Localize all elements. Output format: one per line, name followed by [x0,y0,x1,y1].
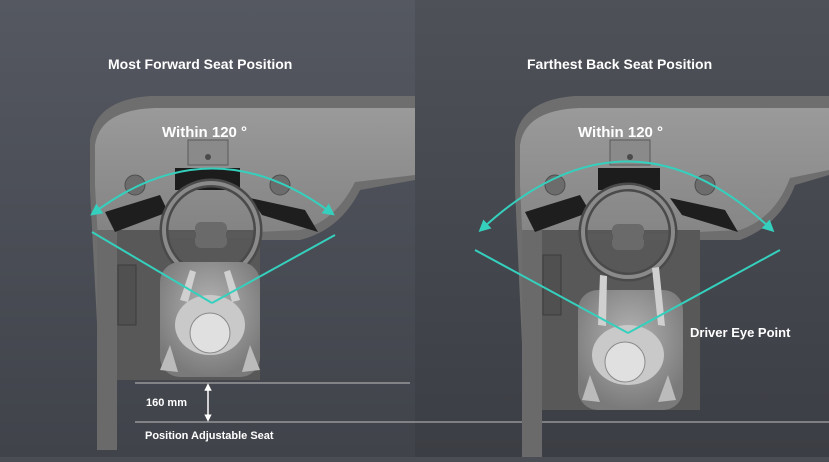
left-angle-label: Within 120 ° [162,124,248,141]
double-arrow-icon [90,167,335,216]
left-car-interior [90,96,415,450]
left-panel-title: Most Forward Seat Position [108,56,293,72]
seat-label: Position Adjustable Seat [145,430,274,442]
distance-guides [135,382,829,423]
driver-eye-point-label: Driver Eye Point [690,325,791,340]
driver-figure-icon [160,262,260,377]
double-arrow-icon [478,160,775,233]
distance-label: 160 mm [146,397,187,409]
right-sight-lines [474,160,781,334]
left-sight-lines [90,167,336,304]
right-panel-title: Farthest Back Seat Position [527,56,713,72]
right-angle-label: Within 120 ° [578,124,664,141]
